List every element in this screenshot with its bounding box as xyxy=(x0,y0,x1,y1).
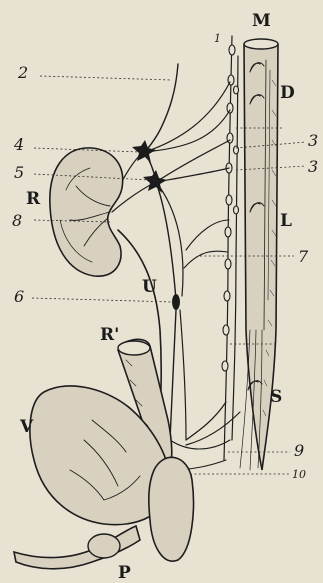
label-Rprime: R' xyxy=(100,325,119,345)
label-9: 9 xyxy=(294,441,304,460)
label-P: P xyxy=(118,563,131,583)
label-10: 10 xyxy=(292,468,306,481)
label-3b: 3 xyxy=(308,157,318,176)
label-4: 4 xyxy=(13,135,24,154)
label-S: S xyxy=(270,387,282,407)
sympathetic-chain xyxy=(222,36,239,460)
label-1: 1 xyxy=(214,32,221,45)
label-L: L xyxy=(280,211,292,231)
ganglion-5 xyxy=(143,170,167,193)
label-7: 7 xyxy=(298,247,309,266)
label-V: V xyxy=(19,417,34,437)
label-M: M xyxy=(252,11,271,31)
ganglion-6 xyxy=(172,294,180,310)
label-U: U xyxy=(142,277,157,297)
label-8: 8 xyxy=(12,211,22,230)
label-6: 6 xyxy=(14,287,24,306)
label-2: 2 xyxy=(17,63,28,82)
label-R: R xyxy=(26,189,41,209)
label-D: D xyxy=(280,83,295,103)
label-5: 5 xyxy=(14,163,24,182)
label-3a: 3 xyxy=(308,131,318,150)
